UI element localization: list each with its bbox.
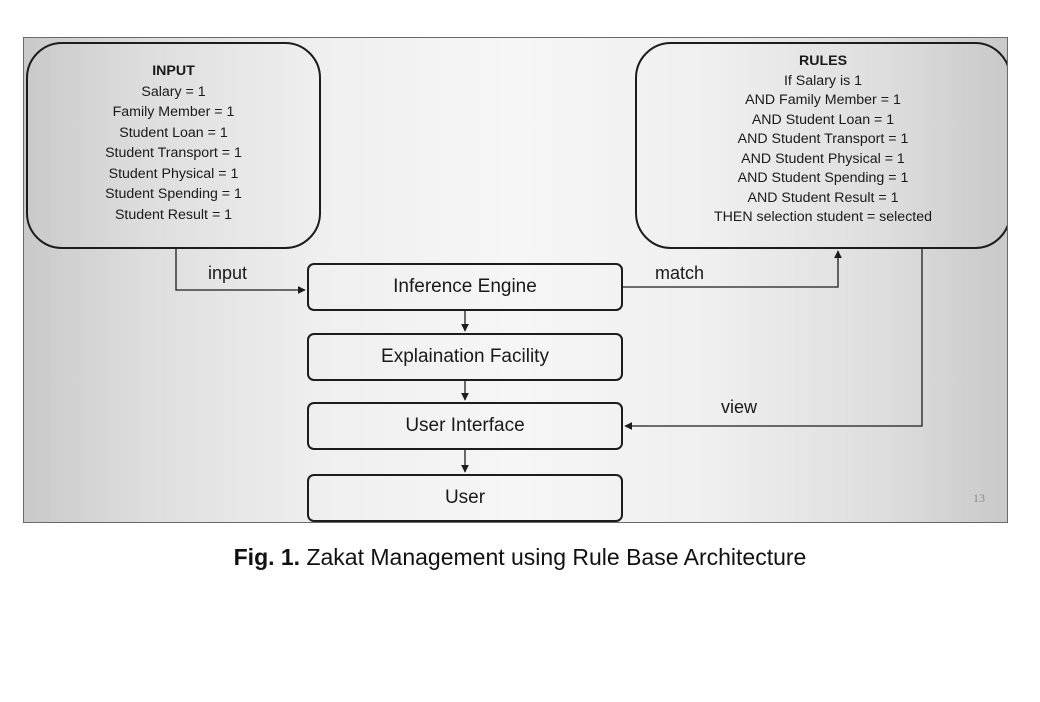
rules-title: RULES: [798, 53, 848, 69]
slide-number: 13: [973, 491, 985, 505]
rule-line: AND Student Result = 1: [747, 189, 899, 206]
rule-line: AND Student Transport = 1: [737, 131, 909, 147]
rule-line: AND Family Member = 1: [745, 92, 901, 108]
architecture-diagram: INPUT Salary = 1 Family Member = 1 Stude…: [23, 37, 1008, 523]
explanation-facility-node: Explaination Facility: [307, 333, 623, 381]
rule-line: AND Student Physical = 1: [741, 150, 905, 167]
rule-line: AND Student Loan = 1: [751, 111, 895, 128]
rules-box: RULES If Salary is 1 AND Family Member =…: [635, 42, 1007, 249]
rule-line: AND Student Spending = 1: [737, 170, 909, 186]
input-box: INPUT Salary = 1 Family Member = 1 Stude…: [26, 42, 321, 249]
match-arrow: [623, 250, 842, 288]
input-arrow: [175, 249, 306, 294]
input-line: Student Spending = 1: [105, 186, 242, 202]
view-arrow: [624, 249, 923, 430]
match-edge-label: match: [655, 263, 705, 283]
rule-line: THEN selection student = selected: [713, 209, 933, 225]
user-interface-node: User Interface: [307, 402, 623, 450]
input-line: Student Physical = 1: [108, 165, 239, 182]
input-title: INPUT: [152, 63, 195, 79]
input-line: Family Member = 1: [112, 104, 235, 120]
connector-arrows: [175, 249, 923, 473]
caption-text: Zakat Management using Rule Base Archite…: [300, 544, 807, 570]
input-line: Student Transport = 1: [105, 145, 242, 161]
figure-caption: Fig. 1. Zakat Management using Rule Base…: [0, 544, 1040, 571]
rule-line: If Salary is 1: [783, 72, 863, 89]
input-line: Salary = 1: [141, 83, 206, 100]
input-edge-label: input: [208, 263, 248, 283]
view-edge-label: view: [721, 397, 758, 417]
inference-engine-node: Inference Engine: [307, 263, 623, 311]
user-node: User: [307, 474, 623, 522]
input-line: Student Loan = 1: [119, 124, 228, 141]
caption-prefix: Fig. 1.: [233, 544, 301, 570]
input-line: Student Result = 1: [114, 206, 233, 223]
